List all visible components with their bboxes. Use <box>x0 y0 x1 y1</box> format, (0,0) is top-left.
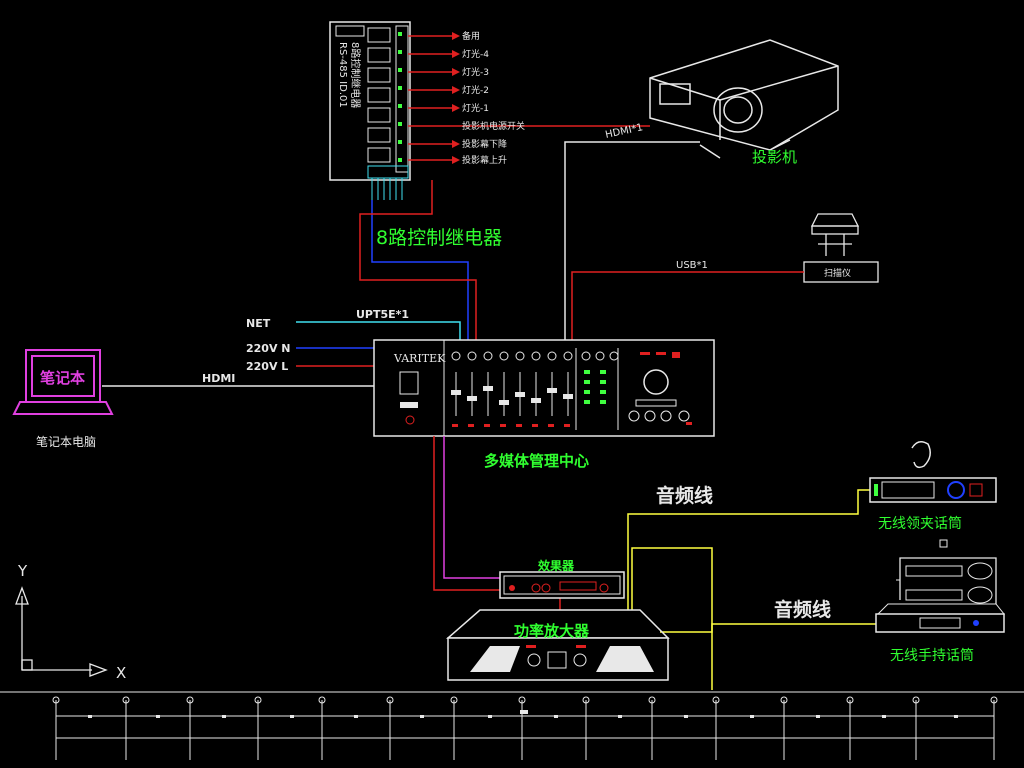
media-center-label: 多媒体管理中心 <box>484 452 589 470</box>
relay-output-1: 备用 <box>462 30 480 42</box>
hdmi-label: HDMI <box>202 372 235 385</box>
relay-output-lines <box>408 32 650 164</box>
relay-output-3: 灯光-3 <box>462 66 489 78</box>
projector-link-label: HDMI*1 <box>604 122 644 141</box>
audio-line-label-1: 音频线 <box>656 484 713 507</box>
amplifier-unit <box>446 609 670 681</box>
ruler-rail <box>0 691 1024 760</box>
media-center <box>373 339 715 437</box>
axis-x-label: X <box>116 664 126 682</box>
audio-line-label-2: 音频线 <box>774 598 831 621</box>
laptop-screen-text: 笔记本 <box>40 369 85 387</box>
utp-label: UPT5E*1 <box>356 308 409 321</box>
marker-square <box>939 539 948 548</box>
clip-mic-label: 无线领夹话筒 <box>878 515 962 532</box>
relay-output-6: 投影机电源开关 <box>462 120 525 132</box>
net-label: NET <box>246 317 271 330</box>
relay-output-5: 灯光-1 <box>462 102 489 114</box>
relay-output-8: 投影幕上升 <box>462 154 507 166</box>
scanner-label: 扫描仪 <box>824 267 851 279</box>
projector-cable <box>564 141 700 340</box>
laptop-label: 笔记本电脑 <box>36 434 96 449</box>
relay-side-label: 8路控制继电器 <box>349 42 362 108</box>
input-cables <box>102 321 461 387</box>
relay-output-2: 灯光-4 <box>462 48 489 60</box>
scanner-cable <box>571 271 804 340</box>
amplifier-label: 功率放大器 <box>514 622 590 640</box>
clip-mic-receiver <box>869 441 997 503</box>
handheld-mic-label: 无线手持话筒 <box>890 647 974 664</box>
scanner-link-label: USB*1 <box>676 260 708 271</box>
power-l-label: 220V L <box>246 360 288 373</box>
effects-label: 效果器 <box>538 558 575 573</box>
power-n-label: 220V N <box>246 342 291 355</box>
relay-title: 8路控制继电器 <box>376 227 502 249</box>
audio-internal-cables <box>433 436 876 690</box>
relay-wires <box>359 180 477 340</box>
projector-label: 投影机 <box>752 148 797 166</box>
axis-y-label: Y <box>17 562 28 580</box>
projector-icon <box>649 39 839 159</box>
relay-output-7: 投影幕下降 <box>462 138 507 150</box>
relay-model-label: RS-485 ID.01 <box>337 42 348 108</box>
ucs-axes-icon <box>15 586 108 677</box>
laptop-icon <box>12 349 114 415</box>
media-center-brand: VARITEK <box>393 352 446 365</box>
relay-output-4: 灯光-2 <box>462 84 489 96</box>
handheld-mic-receiver <box>875 557 1006 633</box>
relay-module <box>329 21 411 200</box>
effects-unit <box>499 571 625 599</box>
